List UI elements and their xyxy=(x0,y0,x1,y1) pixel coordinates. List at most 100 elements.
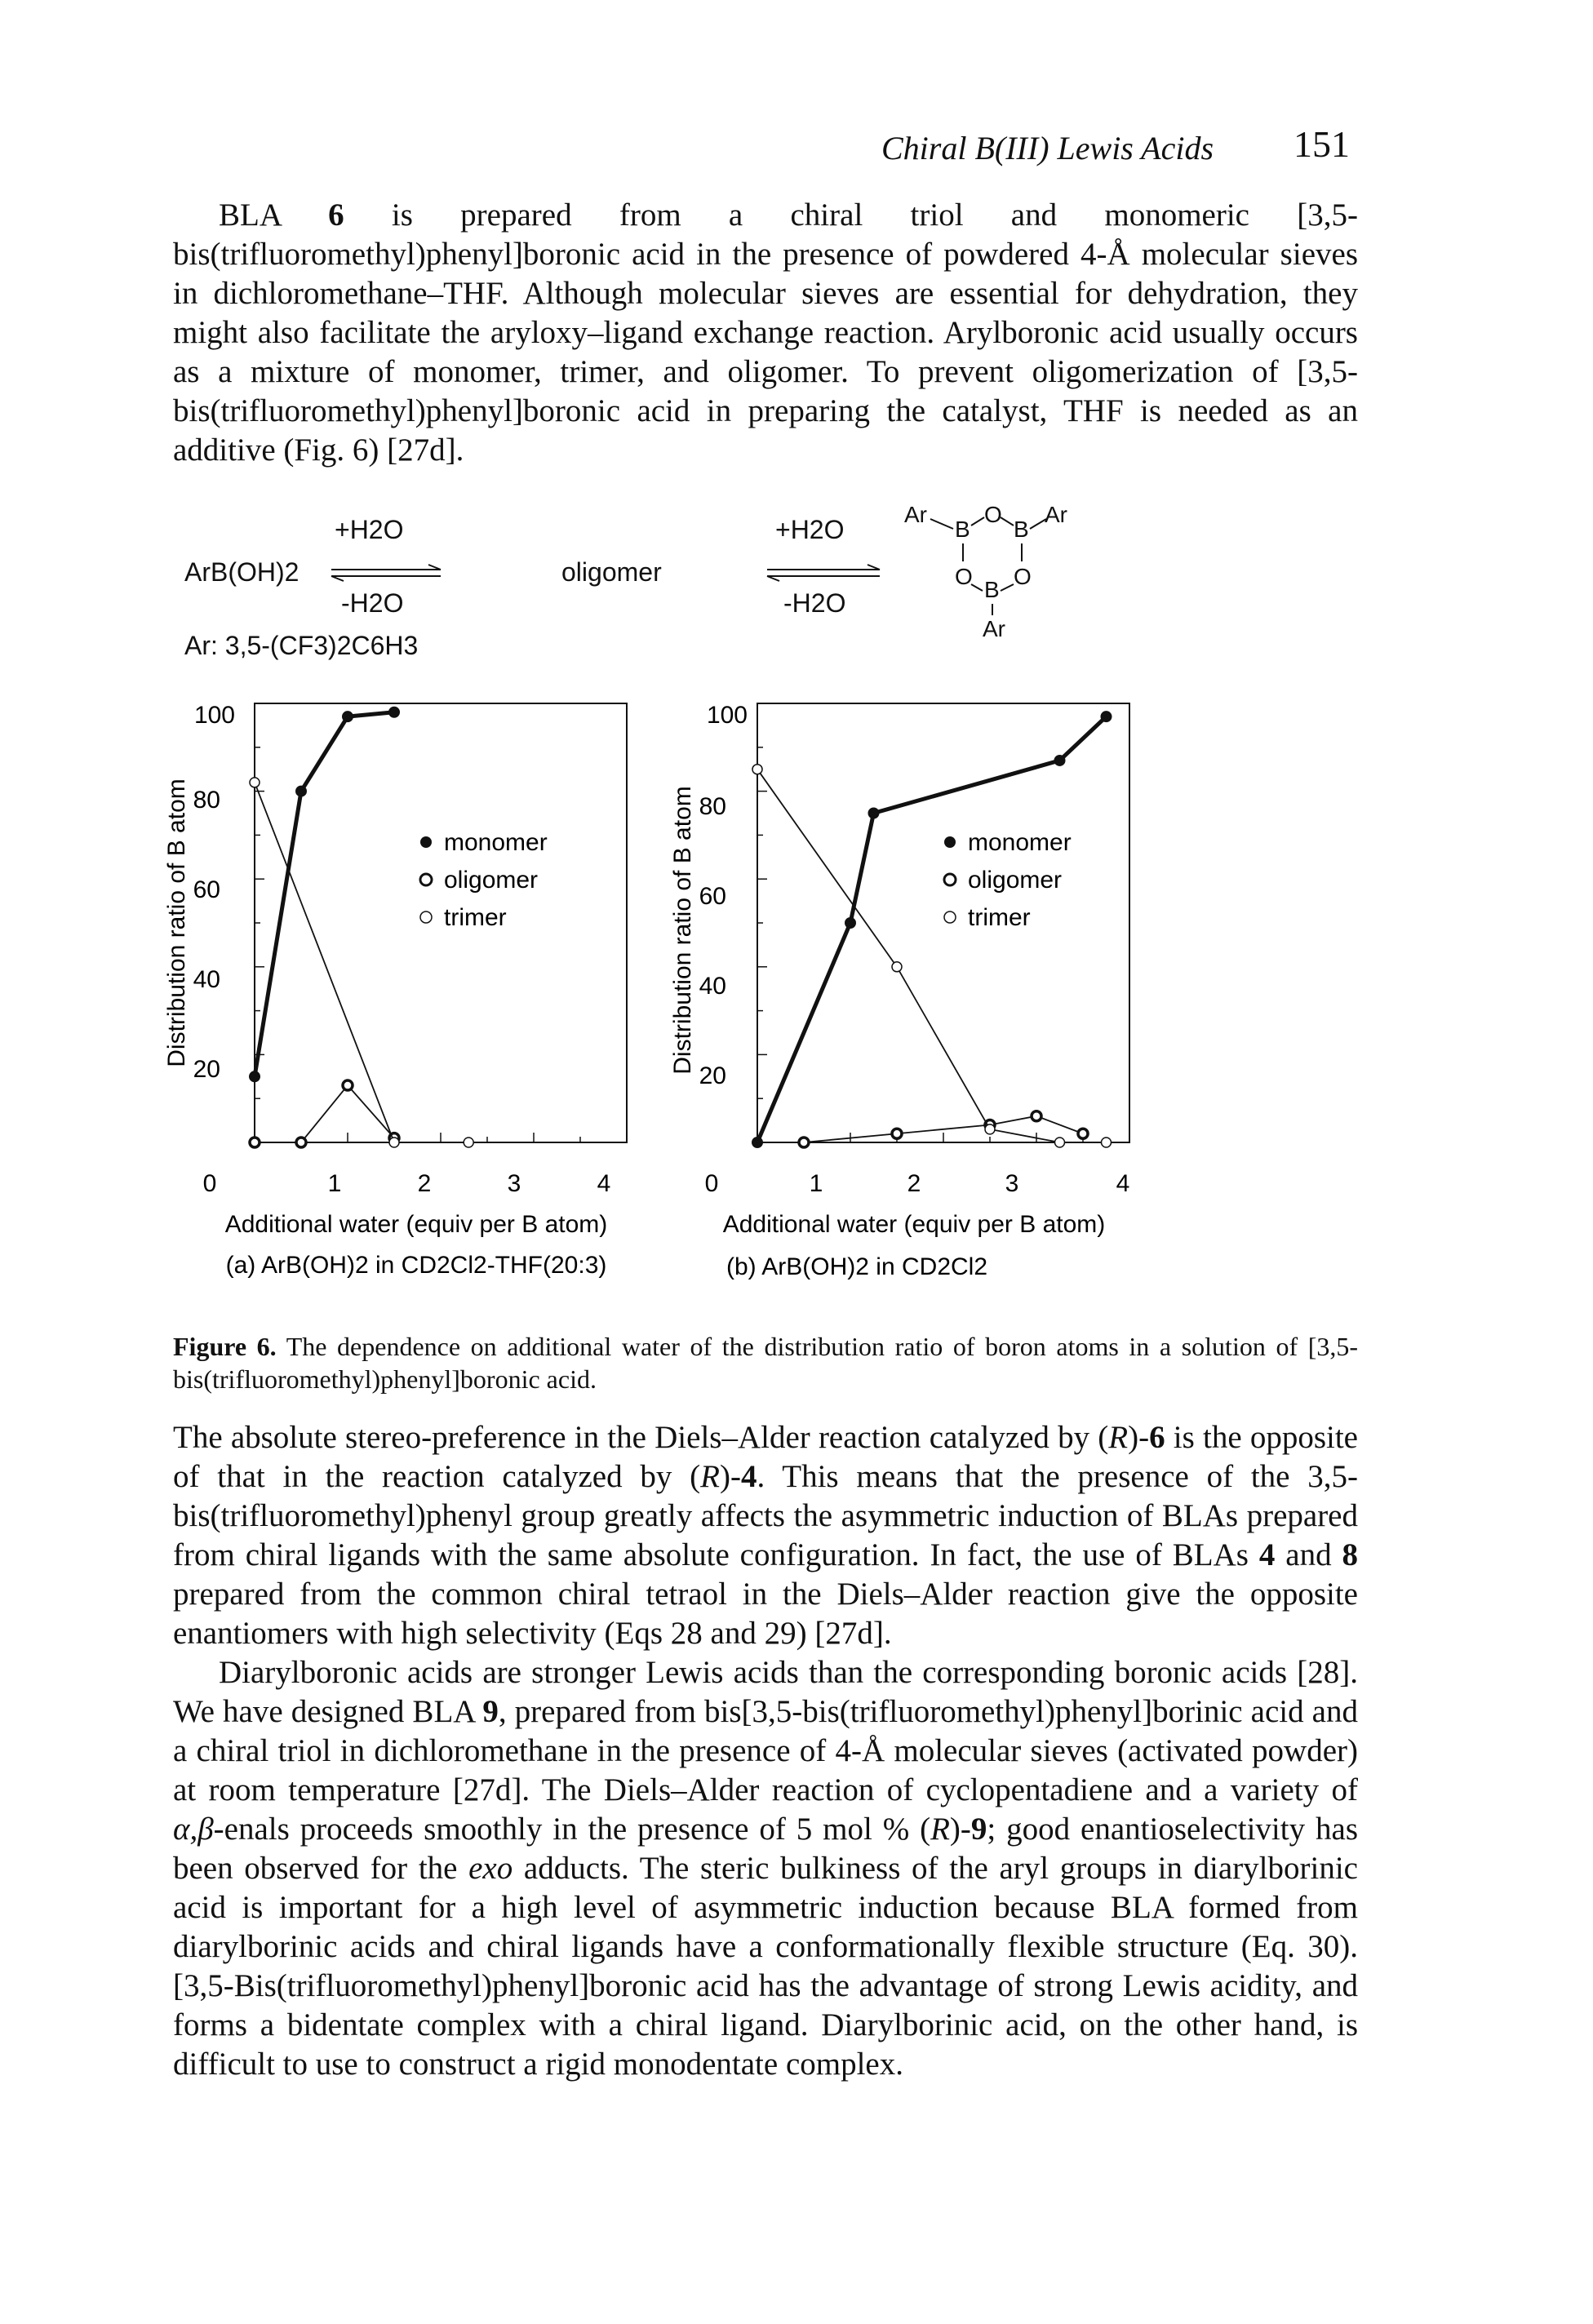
chart-b-oligomer-point xyxy=(1030,1109,1043,1123)
legend-monomer-marker xyxy=(420,836,432,848)
chart-a-plot xyxy=(254,703,628,1143)
legend-trimer-marker xyxy=(419,911,433,924)
chart-b-ytick: 60 xyxy=(699,883,726,910)
chart-b-oligomer-point xyxy=(890,1127,903,1140)
chart-b-trimer-point xyxy=(1054,1137,1066,1148)
chart-b-xtick: 3 xyxy=(1005,1170,1019,1197)
chart-a-monomer-point xyxy=(295,785,307,797)
chart-b-xtick: 0 xyxy=(705,1170,719,1197)
ring-ar-bottom: Ar xyxy=(983,616,1005,641)
chart-b-subtitle: (b) ArB(OH)2 in CD2Cl2 xyxy=(726,1253,987,1280)
chart-b: 100 80 60 40 20 0 1 2 3 4 Distribution r… xyxy=(669,702,1130,1280)
chart-a-xtick: 3 xyxy=(508,1170,521,1197)
chart-b-monomer-point xyxy=(1054,754,1066,766)
chart-b-series xyxy=(752,703,1130,1149)
chart-b-monomer-line xyxy=(755,715,1108,1143)
chart-a-ytick: 80 xyxy=(193,787,220,814)
paragraph-1: BLA 6 is prepared from a chiral triol an… xyxy=(173,197,1358,468)
ring-b-bottom: B xyxy=(984,577,1000,602)
chart-b-legend-trimer: trimer xyxy=(968,904,1031,931)
equilibrium-arrow-1 xyxy=(331,564,442,582)
chart-b-xtick: 1 xyxy=(810,1170,823,1197)
chart-a-ytick: 40 xyxy=(193,966,220,993)
chart-a-ytick: 20 xyxy=(193,1056,220,1083)
legend-oligomer-marker xyxy=(419,872,433,887)
ar-definition: Ar: 3,5-(CF3)2C6H3 xyxy=(184,631,418,660)
paragraph-3: Diarylboronic acids are stronger Lewis a… xyxy=(173,1655,1358,2082)
chart-a-legend-trimer: trimer xyxy=(444,904,507,931)
chart-b-plot xyxy=(757,703,1130,1143)
chart-a-x-ticks: 0 1 2 3 4 xyxy=(203,1170,611,1197)
chart-b-ylabel: Distribution ratio of B atom xyxy=(669,786,696,1074)
chart-a-trimer-point xyxy=(388,1137,400,1148)
chart-a-monomer-point xyxy=(249,1071,260,1083)
chart-a-trimer-point xyxy=(463,1137,474,1148)
chart-a-oligomer-line xyxy=(255,1084,395,1143)
chart-a: 100 80 60 40 20 0 1 2 3 4 Distribution r… xyxy=(163,702,628,1279)
arrow1-top-label: +H2O xyxy=(335,515,403,544)
chart-a-oligomer-point xyxy=(341,1079,354,1092)
ring-b-right: B xyxy=(1014,517,1029,542)
chart-a-trimer-point xyxy=(249,777,260,788)
chart-b-oligomer-point xyxy=(1076,1127,1089,1140)
chart-b-trimer-point xyxy=(752,763,763,775)
chart-b-monomer-point xyxy=(845,917,856,929)
chart-b-ytick: 20 xyxy=(699,1062,726,1089)
paragraph-2: The absolute stereo-preference in the Di… xyxy=(173,1420,1358,1651)
ring-o-right: O xyxy=(1014,564,1032,589)
ring-b-left: B xyxy=(955,517,970,542)
chart-a-monomer-line xyxy=(252,710,395,1077)
chart-a-legend-monomer: monomer xyxy=(444,829,548,856)
chart-b-trimer-point xyxy=(1100,1137,1112,1148)
legend-oligomer-marker xyxy=(943,872,957,887)
ring-ar-right: Ar xyxy=(1045,502,1067,527)
chart-a-series xyxy=(248,703,628,1149)
chart-a-monomer-point xyxy=(342,711,353,723)
ring-o-left: O xyxy=(955,564,973,589)
figure-6: ArB(OH)2 Ar: 3,5-(CF3)2C6H3 +H2O -H2O ol… xyxy=(163,502,1130,1280)
ring-o-top: O xyxy=(984,502,1002,527)
chart-b-ytick: 80 xyxy=(699,793,726,820)
chart-a-legend-oligomer: oligomer xyxy=(444,867,538,894)
chart-a-y-ticks: 100 80 60 40 20 xyxy=(193,702,235,1083)
chart-a-ylabel: Distribution ratio of B atom xyxy=(163,778,190,1067)
arrow2-top-label: +H2O xyxy=(775,515,844,544)
chart-b-trimer-point xyxy=(891,961,903,973)
chart-b-oligomer-point xyxy=(797,1136,810,1149)
chart-a-ytick: 100 xyxy=(194,702,235,729)
equilibrium-arrow-2 xyxy=(766,564,881,582)
oligomer-label: oligomer xyxy=(561,557,662,587)
arrow1-bottom-label: -H2O xyxy=(341,588,403,618)
chart-a-xtick: 1 xyxy=(328,1170,342,1197)
legend-trimer-marker xyxy=(943,911,956,924)
chart-b-ytick: 40 xyxy=(699,973,726,1000)
chart-b-xtick: 4 xyxy=(1116,1170,1130,1197)
chart-b-xtick: 2 xyxy=(907,1170,921,1197)
chart-b-y-ticks: 100 80 60 40 20 xyxy=(699,702,748,1089)
chart-b-trimer-line xyxy=(757,769,1107,1143)
page-number: 151 xyxy=(1293,123,1350,165)
chart-b-legend-oligomer: oligomer xyxy=(968,867,1062,894)
chart-a-xtick: 4 xyxy=(597,1170,611,1197)
chart-b-x-ticks: 0 1 2 3 4 xyxy=(705,1170,1130,1197)
chart-a-trimer-line xyxy=(254,782,469,1143)
chart-a-xlabel: Additional water (equiv per B atom) xyxy=(225,1211,608,1238)
chart-b-monomer-point xyxy=(1100,711,1112,723)
running-title: Chiral B(III) Lewis Acids xyxy=(881,130,1214,166)
reaction-scheme: ArB(OH)2 Ar: 3,5-(CF3)2C6H3 +H2O -H2O ol… xyxy=(184,502,1067,660)
reactant-formula: ArB(OH)2 xyxy=(184,557,299,587)
chart-a-oligomer-point xyxy=(248,1136,261,1149)
chart-b-monomer-point xyxy=(752,1137,763,1148)
chart-b-legend-monomer: monomer xyxy=(968,829,1072,856)
chart-b-xlabel: Additional water (equiv per B atom) xyxy=(723,1211,1106,1238)
figure-caption: Figure 6. The dependence on additional w… xyxy=(173,1332,1359,1394)
chart-a-legend: monomer oligomer trimer xyxy=(419,829,548,931)
chart-b-legend: monomer oligomer trimer xyxy=(943,829,1072,931)
legend-monomer-marker xyxy=(944,836,956,848)
chart-b-ytick: 100 xyxy=(707,702,748,729)
chart-b-trimer-point xyxy=(984,1124,996,1135)
ring-ar-left: Ar xyxy=(904,502,927,527)
arrow2-bottom-label: -H2O xyxy=(783,588,845,618)
chart-b-monomer-point xyxy=(867,807,880,819)
chart-a-xtick: 0 xyxy=(203,1170,217,1197)
